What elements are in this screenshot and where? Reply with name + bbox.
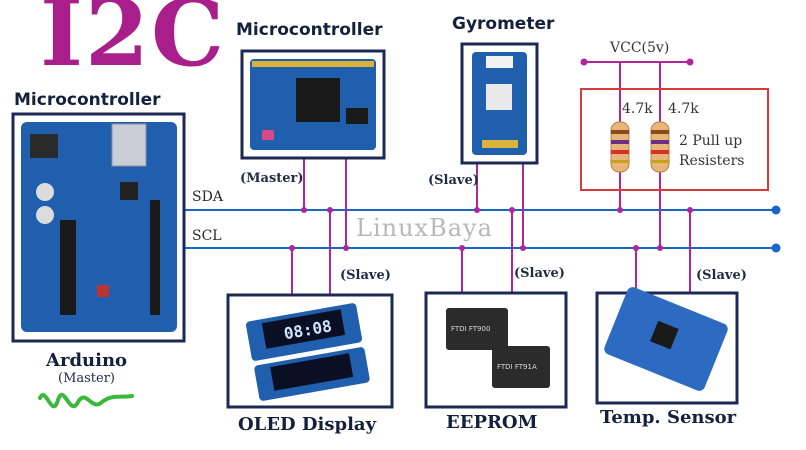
oled-role: (Slave)	[340, 268, 391, 283]
pullup-label-line1: 2 Pull up	[679, 133, 743, 149]
scl-label: SCL	[192, 228, 222, 244]
oled-module-icon	[246, 303, 370, 401]
watermark-right: Baya	[429, 214, 493, 242]
eeprom-chip-icon	[446, 308, 550, 388]
mcu2-board-icon	[250, 59, 376, 150]
eeprom-name: EEPROM	[446, 412, 538, 433]
arduino-role: (Master)	[58, 371, 116, 386]
watermark: LinuxBaya	[356, 214, 493, 242]
pullup-label: 2 Pull up Resisters	[679, 131, 744, 171]
temp-sensor-board-icon	[604, 287, 728, 391]
gyro-role: (Slave)	[428, 173, 479, 188]
temp-name: Temp. Sensor	[600, 407, 737, 428]
eeprom-chip1-label: FTDI FT900	[451, 325, 490, 333]
resistor-2-icon	[650, 121, 670, 173]
arduino-name: Arduino	[46, 350, 128, 371]
gyro-board-icon	[472, 52, 527, 155]
temp-role: (Slave)	[696, 268, 747, 283]
mcu2-heading: Microcontroller	[236, 20, 383, 40]
gyro-heading: Gyrometer	[452, 14, 555, 34]
arduino-heading: Microcontroller	[14, 90, 161, 110]
title: I2C	[40, 0, 227, 87]
sda-bus-end-dot	[771, 205, 781, 215]
eeprom-chip2-label: FTDI FT91A	[497, 363, 537, 371]
vcc-rail-dot	[686, 58, 694, 66]
resistor-1-value: 4.7k	[622, 101, 653, 117]
pullup-junction-scl	[657, 245, 663, 251]
pullup-label-line2: Resisters	[679, 153, 745, 169]
oled-name: OLED Display	[238, 414, 377, 435]
pullup-junction-sda	[617, 207, 623, 213]
mcu2-role: (Master)	[240, 171, 304, 186]
resistor-2-value: 4.7k	[668, 101, 699, 117]
sda-label: SDA	[192, 189, 223, 205]
watermark-left: Linux	[356, 214, 430, 242]
resistor-1-icon	[610, 121, 630, 173]
eeprom-role: (Slave)	[514, 266, 565, 281]
vcc-label: VCC(5v)	[610, 40, 670, 56]
pullup-highlight-box	[580, 88, 769, 191]
scl-bus-end-dot	[771, 243, 781, 253]
arduino-board-icon	[21, 122, 177, 332]
vcc-rail-dot	[580, 58, 588, 66]
handwritten-squiggle	[38, 392, 134, 409]
